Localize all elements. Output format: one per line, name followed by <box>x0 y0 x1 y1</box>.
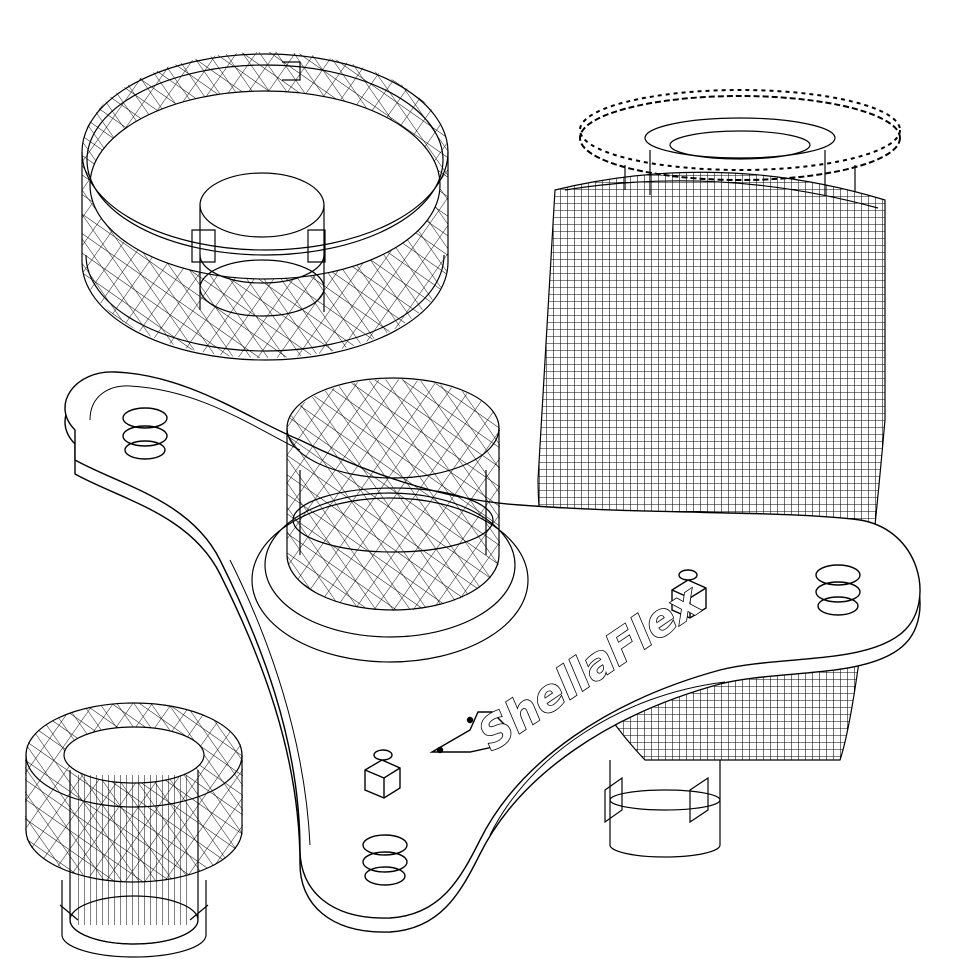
center-mesh-cup <box>251 377 529 663</box>
hex-nut-top <box>671 569 707 619</box>
small-knurled-knob <box>25 702 243 958</box>
logo-plaque <box>429 711 511 753</box>
mounting-hole-bottom <box>362 834 408 886</box>
hex-nut-bottom <box>364 749 401 799</box>
mounting-hole-left <box>122 407 168 460</box>
top-ring <box>81 52 449 361</box>
mounting-hole-right <box>815 564 861 616</box>
